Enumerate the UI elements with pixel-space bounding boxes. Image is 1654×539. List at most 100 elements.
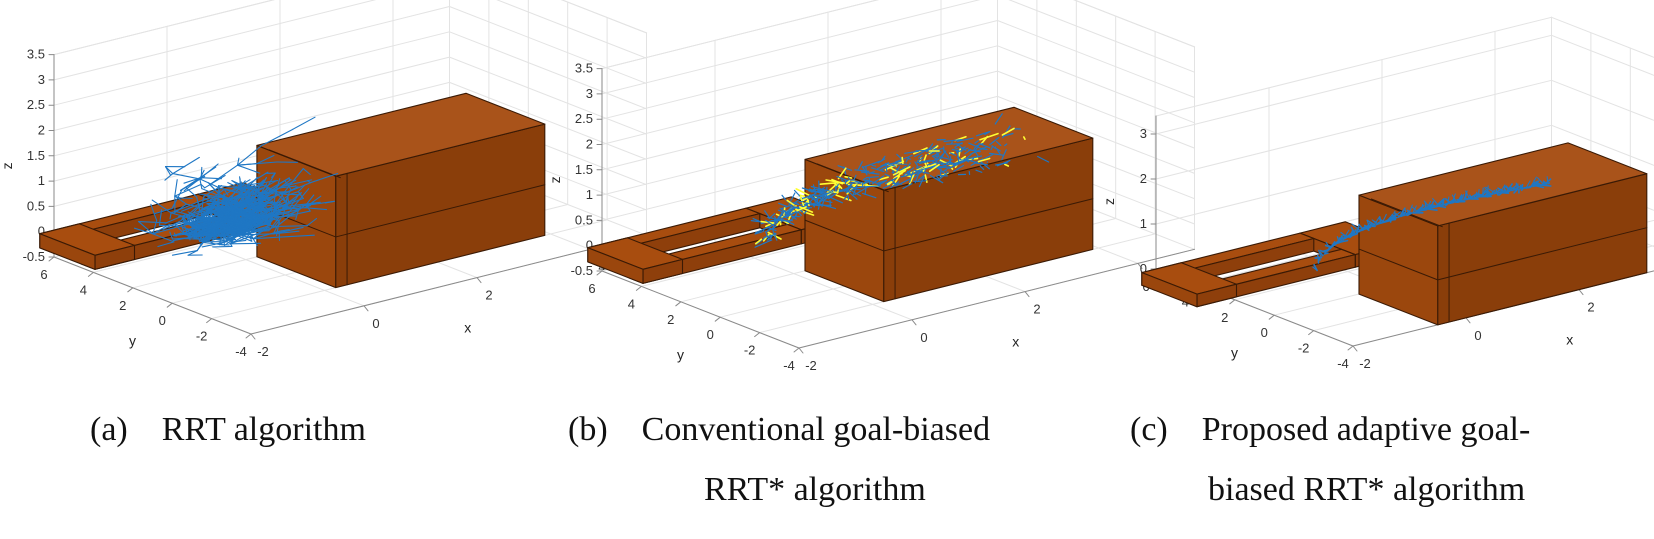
tree-edge bbox=[181, 207, 197, 221]
tree-edge bbox=[1535, 181, 1540, 186]
tree-edge bbox=[765, 219, 774, 226]
tree-edge bbox=[919, 169, 924, 173]
tree-edge bbox=[172, 156, 200, 175]
y-tick-mark bbox=[596, 270, 603, 276]
tree-edge bbox=[174, 195, 187, 205]
tree-edge bbox=[228, 201, 236, 216]
tree-edge bbox=[809, 196, 820, 204]
tree-edge bbox=[1354, 230, 1360, 233]
tree-edge bbox=[256, 220, 264, 223]
tree-edge bbox=[1022, 136, 1026, 140]
tree-edge bbox=[183, 227, 190, 230]
tree-edge bbox=[133, 227, 154, 235]
tree-edge bbox=[818, 180, 820, 192]
box-rim-line bbox=[816, 163, 889, 193]
tree-edge bbox=[803, 202, 820, 207]
tree-edge bbox=[229, 242, 262, 245]
tree-edge bbox=[885, 164, 888, 173]
x-tick-mark bbox=[1465, 317, 1471, 324]
tree-edge bbox=[916, 157, 924, 162]
search-tree bbox=[133, 116, 339, 256]
tree-edge bbox=[934, 151, 942, 156]
tree-edge bbox=[1542, 180, 1548, 185]
tree-edge bbox=[230, 207, 261, 221]
y-tick-mark bbox=[754, 332, 761, 338]
tree-edge bbox=[171, 250, 198, 256]
tree-edge bbox=[1432, 204, 1437, 208]
tree-edge bbox=[249, 187, 264, 194]
tree-edge bbox=[859, 185, 882, 188]
tree-edge bbox=[200, 183, 206, 189]
tree-edge bbox=[838, 188, 841, 192]
tree-edge bbox=[295, 210, 299, 220]
z-tick-label: 3.5 bbox=[575, 61, 593, 76]
x-tick-label: 0 bbox=[372, 316, 379, 331]
tree-edge bbox=[204, 237, 216, 246]
tree-edge bbox=[785, 207, 794, 217]
start-frame-right-side bbox=[1141, 272, 1198, 308]
tree-edge bbox=[776, 220, 782, 226]
tree-edge bbox=[1323, 252, 1329, 255]
tree-edge bbox=[914, 161, 919, 167]
tree-edge bbox=[908, 157, 912, 160]
tree-edge bbox=[949, 152, 957, 156]
tree-edge bbox=[917, 174, 926, 181]
z-tick-label: -0.5 bbox=[571, 263, 593, 278]
tree-edge bbox=[943, 139, 963, 143]
tree-edge bbox=[276, 220, 280, 237]
tree-edge bbox=[1369, 224, 1375, 227]
tree-edge bbox=[246, 217, 261, 224]
tree-edge bbox=[836, 175, 849, 182]
tree-edge bbox=[1469, 195, 1474, 199]
z-tick-label: 1.5 bbox=[27, 148, 45, 163]
z-tick-label: 3 bbox=[586, 86, 593, 101]
tree-edge bbox=[221, 205, 247, 214]
tree-edge bbox=[1463, 197, 1469, 200]
tree-edge bbox=[871, 175, 885, 185]
tree-edge bbox=[996, 160, 1011, 167]
grid-line bbox=[496, 0, 647, 59]
tree-edge bbox=[1505, 189, 1511, 194]
tree-edge bbox=[884, 173, 891, 177]
tree-edge bbox=[272, 202, 288, 207]
tree-edge bbox=[956, 150, 960, 164]
tree-edge bbox=[302, 168, 311, 176]
grid-line bbox=[601, 95, 998, 196]
caption-a-text: RRT algorithm bbox=[161, 411, 366, 448]
tree-edge bbox=[936, 167, 946, 174]
z-tick-label: 1 bbox=[38, 173, 45, 188]
y-tick-label: -4 bbox=[235, 344, 247, 359]
tree-edge bbox=[203, 232, 226, 243]
tree-edge bbox=[174, 219, 191, 226]
z-tick-label: 1 bbox=[1140, 216, 1147, 231]
tree-edge bbox=[1451, 194, 1458, 203]
tree-edge bbox=[275, 234, 315, 238]
tree-edge bbox=[202, 233, 218, 236]
x-tick-mark bbox=[476, 277, 482, 284]
tree-edge bbox=[169, 212, 172, 220]
tree-edge bbox=[217, 185, 251, 190]
tree-edge bbox=[889, 167, 903, 175]
tree-edge bbox=[862, 176, 868, 181]
tree-edge bbox=[1515, 182, 1519, 190]
tree-edge bbox=[1358, 224, 1365, 231]
tree-edge bbox=[973, 146, 976, 151]
tree-edge bbox=[280, 179, 313, 188]
y-tick-mark bbox=[127, 287, 134, 293]
tree-edge bbox=[843, 194, 849, 200]
x-tick-label: 2 bbox=[1033, 302, 1040, 317]
tree-edge bbox=[1003, 163, 1010, 167]
tree-edge bbox=[934, 161, 947, 167]
z-tick-label: 0.5 bbox=[575, 212, 593, 227]
tree-edge bbox=[203, 166, 217, 176]
tree-edge bbox=[1520, 187, 1525, 192]
tree-edge bbox=[192, 216, 201, 220]
tree-edge bbox=[236, 145, 263, 166]
z-axis-label: z bbox=[547, 176, 563, 183]
tree-edge bbox=[215, 203, 239, 211]
tree-edge bbox=[269, 215, 281, 231]
tree-edge bbox=[247, 226, 275, 235]
tree-edge bbox=[847, 177, 851, 180]
tree-edge bbox=[1537, 177, 1545, 186]
z-tick-label: 2 bbox=[38, 123, 45, 138]
